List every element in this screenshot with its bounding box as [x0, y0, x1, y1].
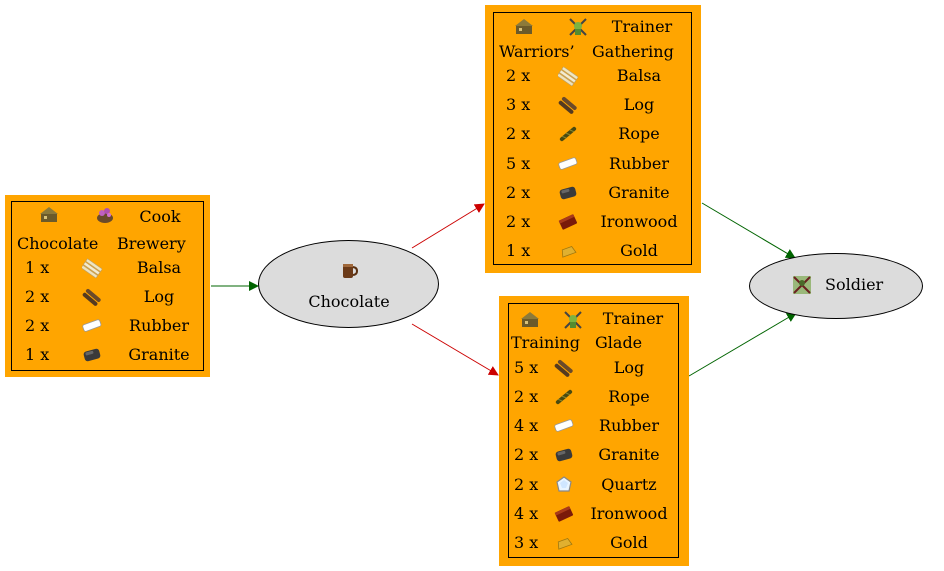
rope-icon [558, 124, 578, 144]
brewery-row-ware: Granite [128, 345, 190, 364]
brewery-header-line1: Cook [139, 207, 181, 226]
soldier-icon [792, 275, 812, 295]
glade-row-qty: 2 x [514, 445, 539, 464]
brewery-header-line2a: Chocolate [17, 234, 99, 253]
log-icon [558, 95, 578, 115]
glade-header-line2b: Glade [595, 333, 643, 352]
trainer-icon [563, 310, 583, 330]
glade-header-line2a: Training [511, 333, 580, 352]
chocolate-label: Chocolate [308, 292, 390, 311]
glade-row-ware: Ironwood [590, 504, 668, 523]
glade-row-ware: Log [613, 358, 645, 377]
brewery-row-qty: 2 x [25, 316, 50, 335]
balsa-icon [80, 258, 103, 279]
edge-glade-to-soldier [688, 312, 797, 377]
edge-gathering-to-soldier [701, 202, 796, 259]
gathering-row-qty: 5 x [506, 154, 531, 173]
chocolate-node[interactable]: Chocolate [258, 240, 439, 328]
soldier-label: Soldier [825, 275, 884, 294]
trainer-icon [568, 17, 588, 37]
gathering-row-ware: Log [623, 95, 655, 114]
brewery-row-qty: 1 x [25, 345, 50, 364]
glade-table: Trainer Training Glade 5 x Log 2 x Rope … [508, 303, 679, 558]
gathering-row-qty: 2 x [506, 183, 531, 202]
gathering-row-qty: 1 x [506, 241, 531, 260]
building-icon [520, 310, 540, 330]
brewery-row-ware: Log [143, 287, 175, 306]
edge-chocolate-to-gathering [411, 203, 485, 249]
gathering-header-line2b: Gathering [592, 42, 674, 61]
gathering-row-ware: Gold [620, 241, 658, 260]
glade-row-qty: 5 x [514, 358, 539, 377]
soldier-node[interactable]: Soldier [749, 253, 923, 319]
glade-header-line1: Trainer [602, 309, 664, 328]
log-icon [82, 287, 102, 307]
gold-icon [558, 241, 578, 261]
gathering-row-ware: Ironwood [600, 212, 678, 231]
glade-row-ware: Gold [610, 533, 648, 552]
ironwood-icon [558, 212, 578, 232]
building-icon [514, 17, 534, 37]
training-glade-node[interactable]: Trainer Training Glade 5 x Log 2 x Rope … [499, 296, 689, 566]
granite-icon [554, 445, 574, 465]
rubber-icon [554, 416, 574, 436]
gathering-row-qty: 3 x [506, 95, 531, 114]
granite-icon [82, 345, 102, 365]
cook-icon [95, 205, 115, 225]
glade-row-qty: 2 x [514, 387, 539, 406]
rope-icon [554, 387, 574, 407]
brewery-row-qty: 2 x [25, 287, 50, 306]
building-icon [39, 205, 59, 225]
glade-row-qty: 4 x [514, 504, 539, 523]
glade-row-qty: 2 x [514, 475, 539, 494]
gathering-header-line1: Trainer [611, 17, 673, 36]
balsa-icon [556, 66, 579, 87]
rubber-icon [82, 316, 102, 336]
glade-row-ware: Rope [608, 387, 650, 406]
ironwood-icon [554, 504, 574, 524]
gathering-row-ware: Granite [608, 183, 670, 202]
brewery-row-qty: 1 x [25, 258, 50, 277]
chocolate-icon [338, 260, 359, 280]
glade-row-ware: Quartz [601, 475, 657, 494]
log-icon [554, 358, 574, 378]
brewery-row-ware: Rubber [129, 316, 189, 335]
gathering-row-qty: 2 x [506, 124, 531, 143]
quartz-icon [554, 475, 574, 495]
gathering-row-ware: Rope [618, 124, 660, 143]
glade-row-ware: Granite [598, 445, 660, 464]
gathering-row-ware: Rubber [609, 154, 669, 173]
gathering-row-qty: 2 x [506, 212, 531, 231]
gathering-header-line2a: Warriors’ [499, 42, 575, 61]
edge-chocolate-to-glade [411, 323, 499, 376]
glade-row-qty: 3 x [514, 533, 539, 552]
gathering-row-qty: 2 x [506, 66, 531, 85]
warriors-gathering-node[interactable]: Trainer Warriors’ Gathering 2 x Balsa 3 … [485, 5, 701, 273]
brewery-node[interactable]: Cook Chocolate Brewery 1 x Balsa 2 x Log… [5, 195, 210, 377]
brewery-table: Cook Chocolate Brewery 1 x Balsa 2 x Log… [11, 201, 204, 371]
glade-row-ware: Rubber [599, 416, 659, 435]
rubber-icon [558, 154, 578, 174]
gathering-row-ware: Balsa [616, 66, 662, 85]
gold-icon [554, 533, 574, 553]
glade-row-qty: 4 x [514, 416, 539, 435]
granite-icon [558, 183, 578, 203]
brewery-header-line2b: Brewery [117, 234, 186, 253]
gathering-table: Trainer Warriors’ Gathering 2 x Balsa 3 … [493, 12, 692, 265]
brewery-row-ware: Balsa [136, 258, 182, 277]
